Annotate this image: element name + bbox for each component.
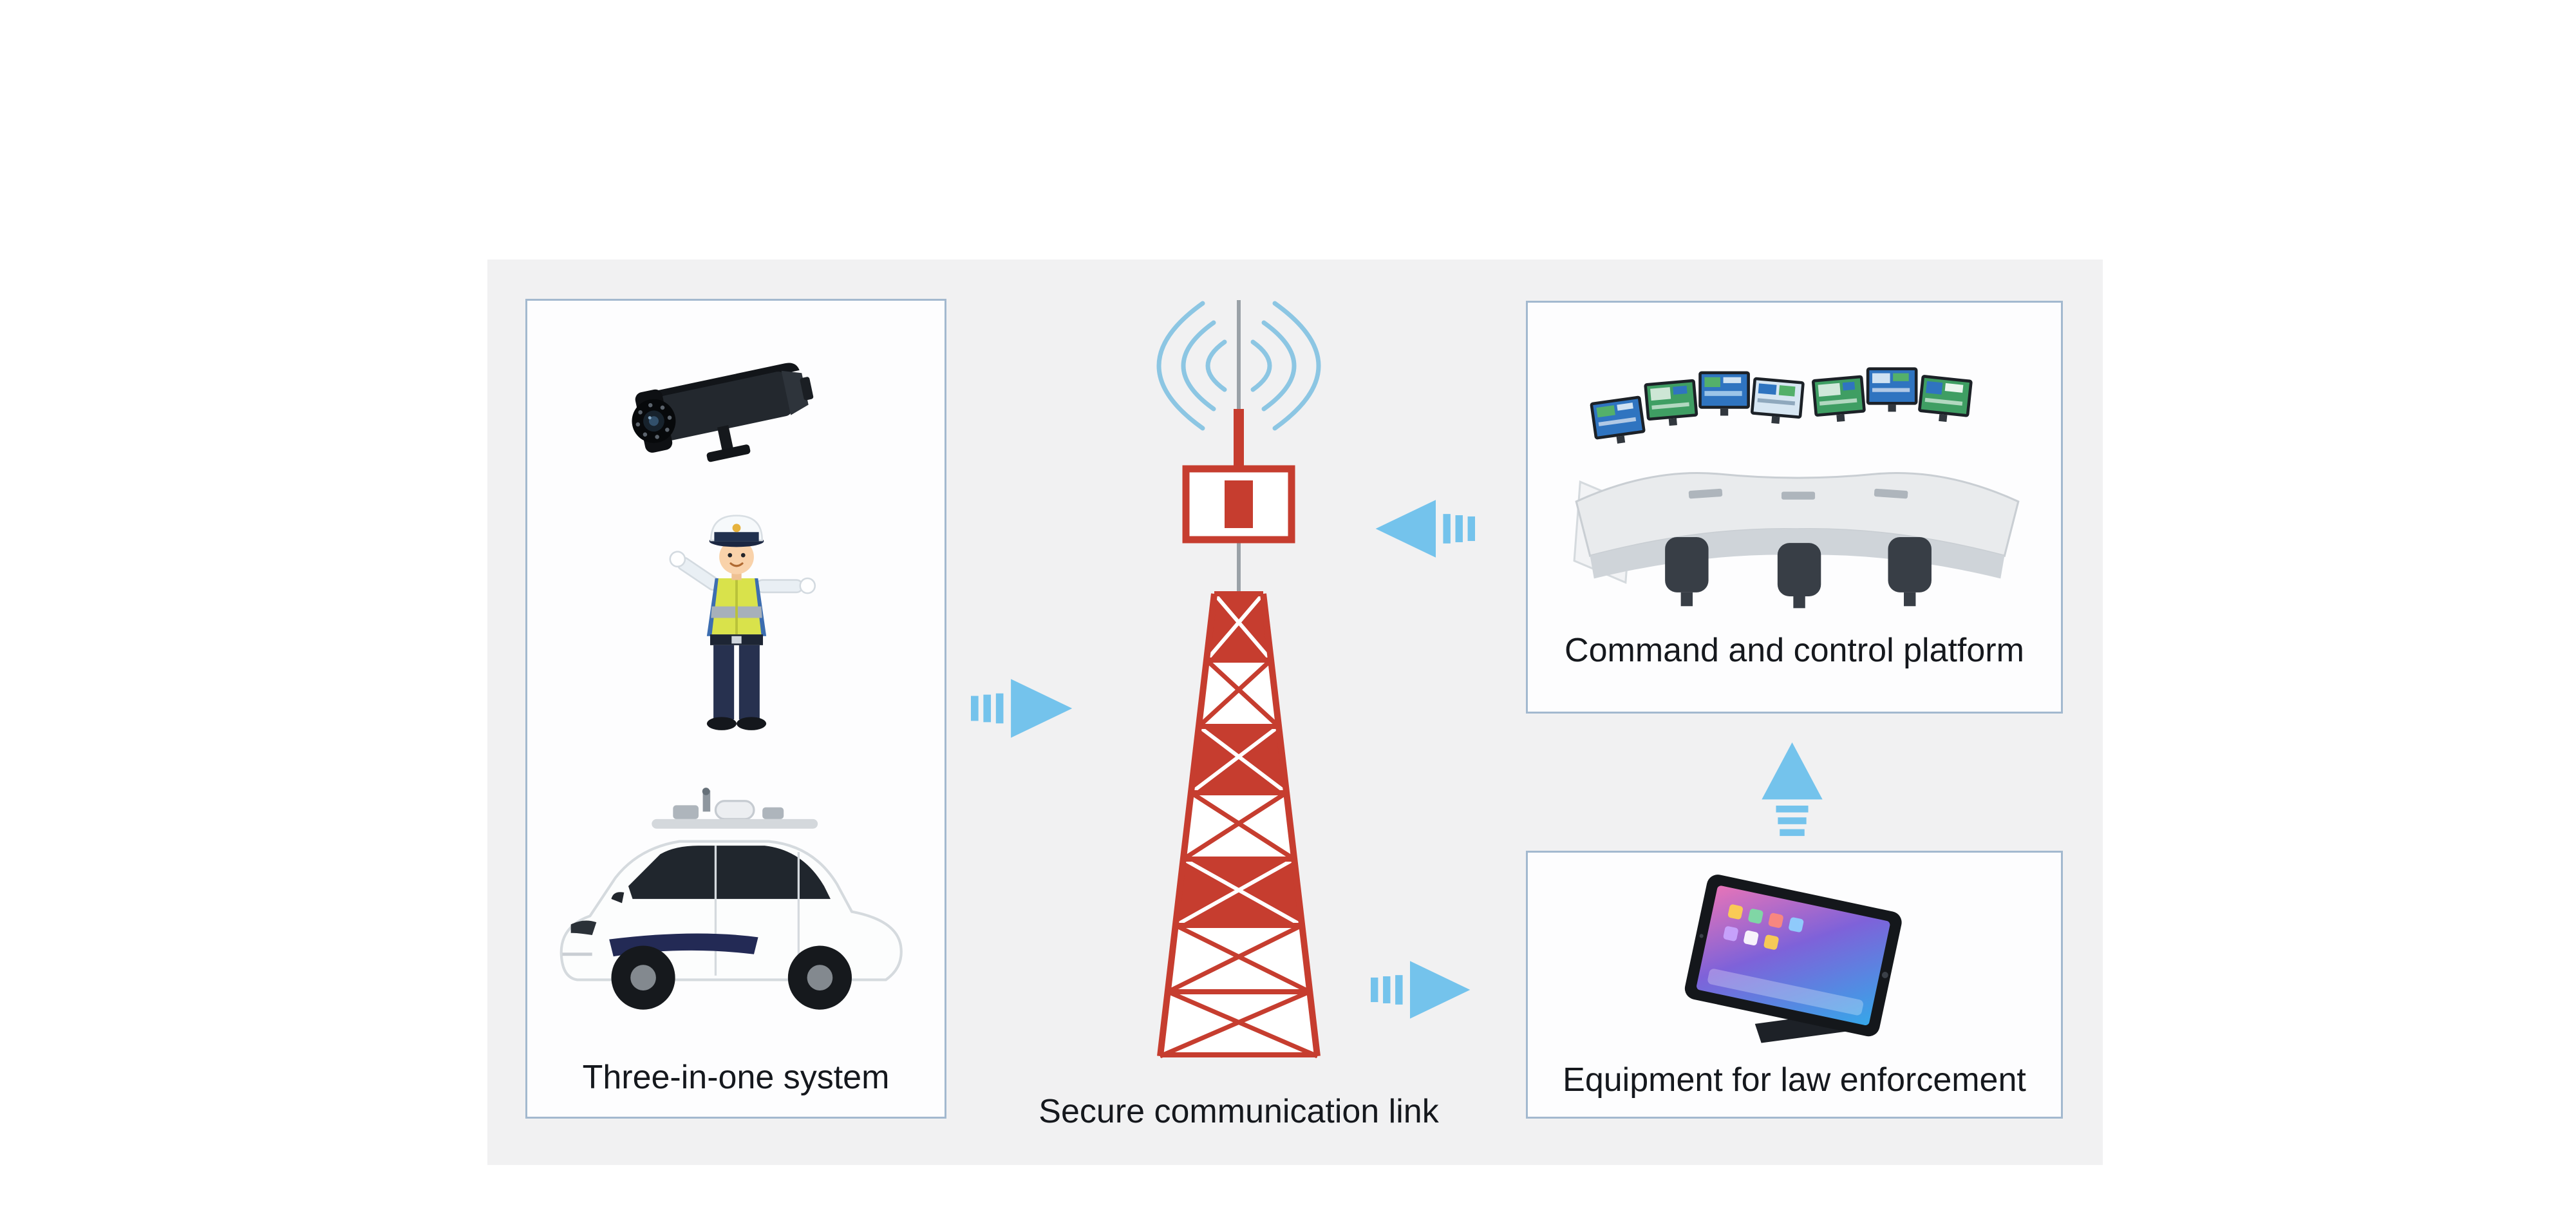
- three-in-one-system-box: Three-in-one system: [525, 299, 946, 1119]
- roof-sensors: [652, 788, 818, 829]
- law-enforcement-tablet-icon: [1661, 861, 1932, 1059]
- command-control-platform-box: Command and control platform: [1526, 301, 2063, 714]
- arrow-command-to-tower-icon: [1371, 494, 1475, 563]
- control-room-icon: [1570, 321, 2024, 633]
- communication-tower: [1142, 296, 1335, 1059]
- autonomous-patrol-vehicle-icon: [545, 767, 928, 1054]
- law-enforcement-equipment-box: Equipment for law enforcement: [1526, 851, 2063, 1119]
- surveillance-camera-icon: [605, 332, 869, 486]
- traffic-police-officer-icon: [646, 502, 827, 757]
- arrow-three-in-one-to-tower-icon: [971, 670, 1077, 747]
- secure-communication-link-label: Secure communication link: [1039, 1093, 1439, 1130]
- three-in-one-system-label: Three-in-one system: [582, 1059, 890, 1097]
- command-control-platform-label: Command and control platform: [1565, 632, 2024, 670]
- arrow-tower-to-equipment-icon: [1371, 955, 1475, 1025]
- arrow-equipment-to-command-icon: [1756, 739, 1829, 838]
- radio-tower-icon: [1156, 300, 1321, 1059]
- diagram-panel: Three-in-one system: [487, 260, 2103, 1165]
- radio-waves-icon: [1156, 301, 1321, 431]
- law-enforcement-equipment-label: Equipment for law enforcement: [1563, 1061, 2026, 1099]
